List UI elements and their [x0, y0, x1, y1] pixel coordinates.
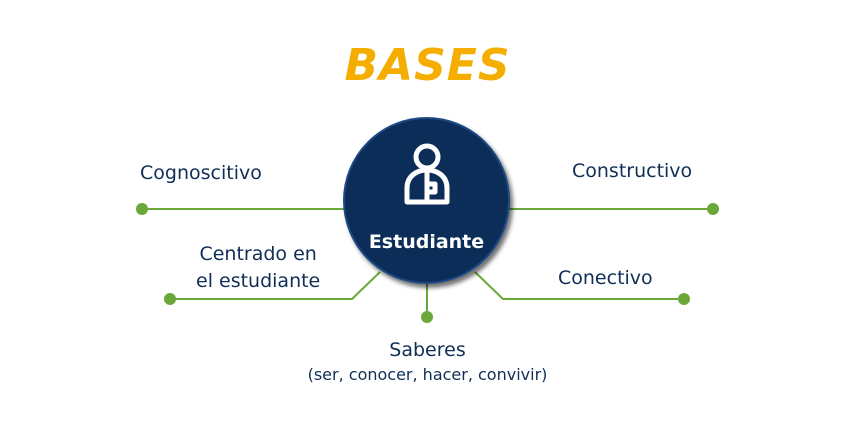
- center-circle: Estudiante: [343, 117, 510, 284]
- node-label-centrado-line2: el estudiante: [196, 270, 321, 292]
- node-label-saberes-sub: (ser, conocer, hacer, convivir): [307, 365, 548, 384]
- student-icon: [404, 143, 450, 205]
- node-label-saberes-title: Saberes: [389, 339, 466, 361]
- center-label: Estudiante: [368, 231, 485, 253]
- node-label-constructivo: Constructivo: [572, 160, 693, 182]
- node-label-cognoscitivo: Cognoscitivo: [140, 162, 262, 184]
- node-dot-saberes: [421, 311, 433, 323]
- node-dot-constructivo: [707, 203, 719, 215]
- node-dot-centrado: [164, 293, 176, 305]
- node-label-centrado-line1: Centrado en: [199, 243, 317, 265]
- node-dot-conectivo: [678, 293, 690, 305]
- node-dot-cognoscitivo: [136, 203, 148, 215]
- node-label-saberes: Saberes (ser, conocer, hacer, convivir): [0, 337, 855, 386]
- node-label-conectivo: Conectivo: [558, 267, 653, 289]
- node-label-centrado: Centrado en el estudiante: [196, 241, 320, 295]
- diagram-title: BASES: [344, 40, 511, 91]
